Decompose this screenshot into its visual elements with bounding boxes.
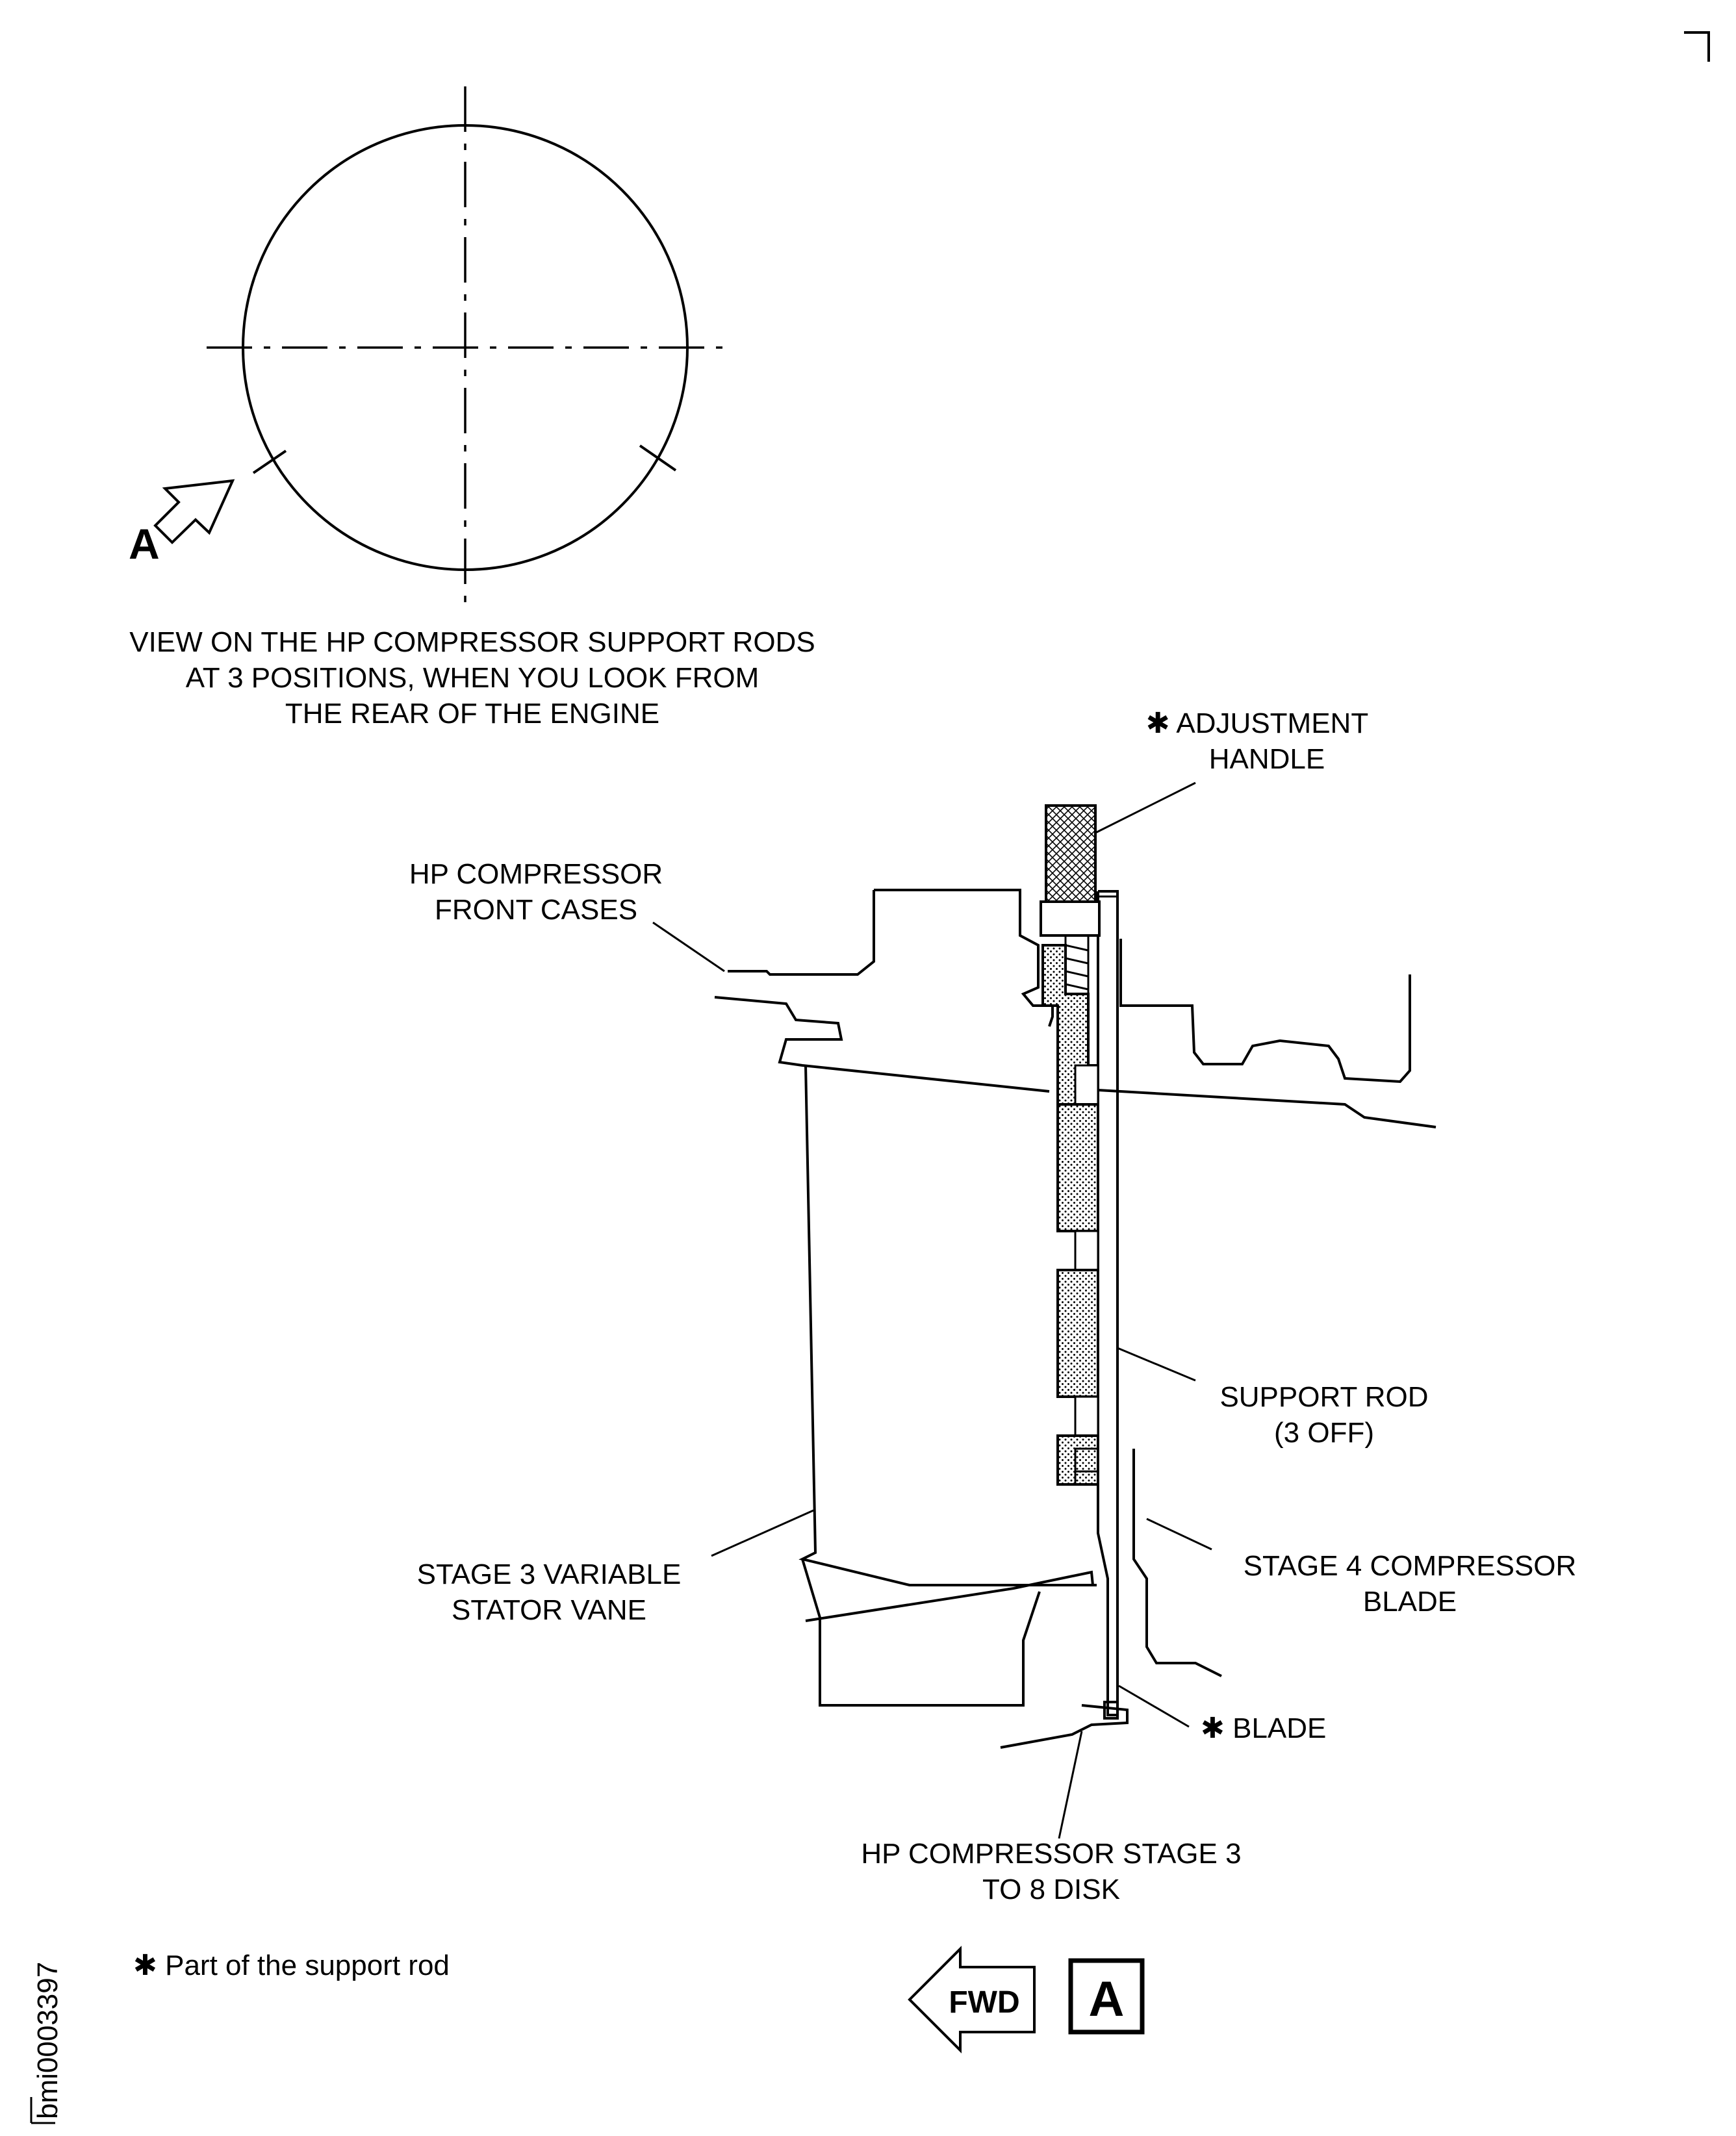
- case-line-right: [1097, 1089, 1436, 1128]
- support-rod-blade-tip: [1103, 1701, 1119, 1720]
- stage3-vane-outline: [798, 1065, 1097, 1707]
- fwd-label: FWD: [949, 1985, 1019, 2020]
- view-circle-diagram: A: [129, 86, 724, 607]
- section-box-letter: A: [1089, 1972, 1125, 2027]
- rod-spacer-3: [1074, 1395, 1099, 1437]
- disk-outline: [1000, 1704, 1129, 1749]
- view-caption-line1: VIEW ON THE HP COMPRESSOR SUPPORT RODS: [129, 626, 815, 658]
- label-stage4-blade-1: STAGE 4 COMPRESSOR: [1244, 1550, 1577, 1582]
- leader-blade: [1118, 1685, 1190, 1728]
- rod-spacer-1: [1074, 1064, 1099, 1106]
- rod-position-right: [639, 444, 677, 472]
- label-disk-1: HP COMPRESSOR STAGE 3: [861, 1838, 1241, 1870]
- rod-lower-step: [1074, 1447, 1098, 1484]
- label-disk-2: TO 8 DISK: [982, 1874, 1120, 1905]
- view-caption-line2: AT 3 POSITIONS, WHEN YOU LOOK FROM: [186, 662, 760, 694]
- support-rod-inner: [1097, 1484, 1117, 1716]
- stage3-vane-platform: [805, 1570, 1094, 1622]
- front-case-outline: [728, 889, 1054, 1027]
- leader-support-rod: [1117, 1347, 1196, 1382]
- view-caption-line3: THE REAR OF THE ENGINE: [285, 698, 659, 730]
- leader-stage4-blade: [1146, 1518, 1212, 1551]
- section-box: [1068, 1958, 1145, 2035]
- rod-side-plate: [1098, 895, 1119, 916]
- adjustment-handle-collar: [1040, 900, 1101, 937]
- footnote: ✱ Part of the support rod: [133, 1950, 450, 1981]
- view-arrow-letter: A: [129, 520, 160, 568]
- figure-id: bmi0003397: [32, 1962, 64, 2119]
- front-case-lower-flange: [714, 996, 1050, 1093]
- label-front-cases-2: FRONT CASES: [435, 894, 637, 926]
- corner-mark: [1684, 31, 1710, 62]
- rod-position-left: [252, 450, 287, 474]
- fwd-arrow-icon: [908, 1946, 1036, 2053]
- label-support-rod-2: (3 OFF): [1274, 1417, 1374, 1449]
- rod-spacer-2: [1074, 1230, 1099, 1271]
- label-support-rod-1: SUPPORT ROD: [1219, 1381, 1428, 1413]
- label-adjustment-handle-2: HANDLE: [1209, 743, 1325, 775]
- label-front-cases-1: HP COMPRESSOR: [409, 858, 663, 890]
- label-stage3-vane-1: STAGE 3 VARIABLE: [417, 1558, 682, 1590]
- view-arrow-icon: [153, 479, 235, 544]
- threaded-stem: [1064, 935, 1090, 994]
- section-view: [714, 804, 1436, 1839]
- rear-case-outline: [1119, 939, 1411, 1084]
- label-blade: ✱ BLADE: [1201, 1712, 1326, 1744]
- rod-body-3: [1056, 1269, 1099, 1398]
- label-stage4-blade-2: BLADE: [1363, 1586, 1457, 1618]
- disk-leader-line: [1058, 1731, 1083, 1839]
- leader-front-cases: [652, 921, 725, 973]
- label-stage3-vane-2: STATOR VANE: [452, 1594, 646, 1626]
- rod-lower-pad: [1056, 1436, 1099, 1486]
- rod-body-4: [1056, 1434, 1099, 1486]
- leader-stage3-vane: [711, 1509, 814, 1557]
- figure-id-bracket: [30, 2097, 55, 2124]
- label-adjustment-handle-1: ✱ ADJUSTMENT: [1146, 707, 1368, 739]
- fwd-arrow: FWD: [908, 1946, 1036, 2053]
- adjustment-handle-knob: [1045, 804, 1097, 904]
- leader-adjustment-handle: [1095, 782, 1196, 834]
- stage4-blade-outline: [1132, 1449, 1222, 1677]
- rod-body-2: [1056, 1103, 1099, 1232]
